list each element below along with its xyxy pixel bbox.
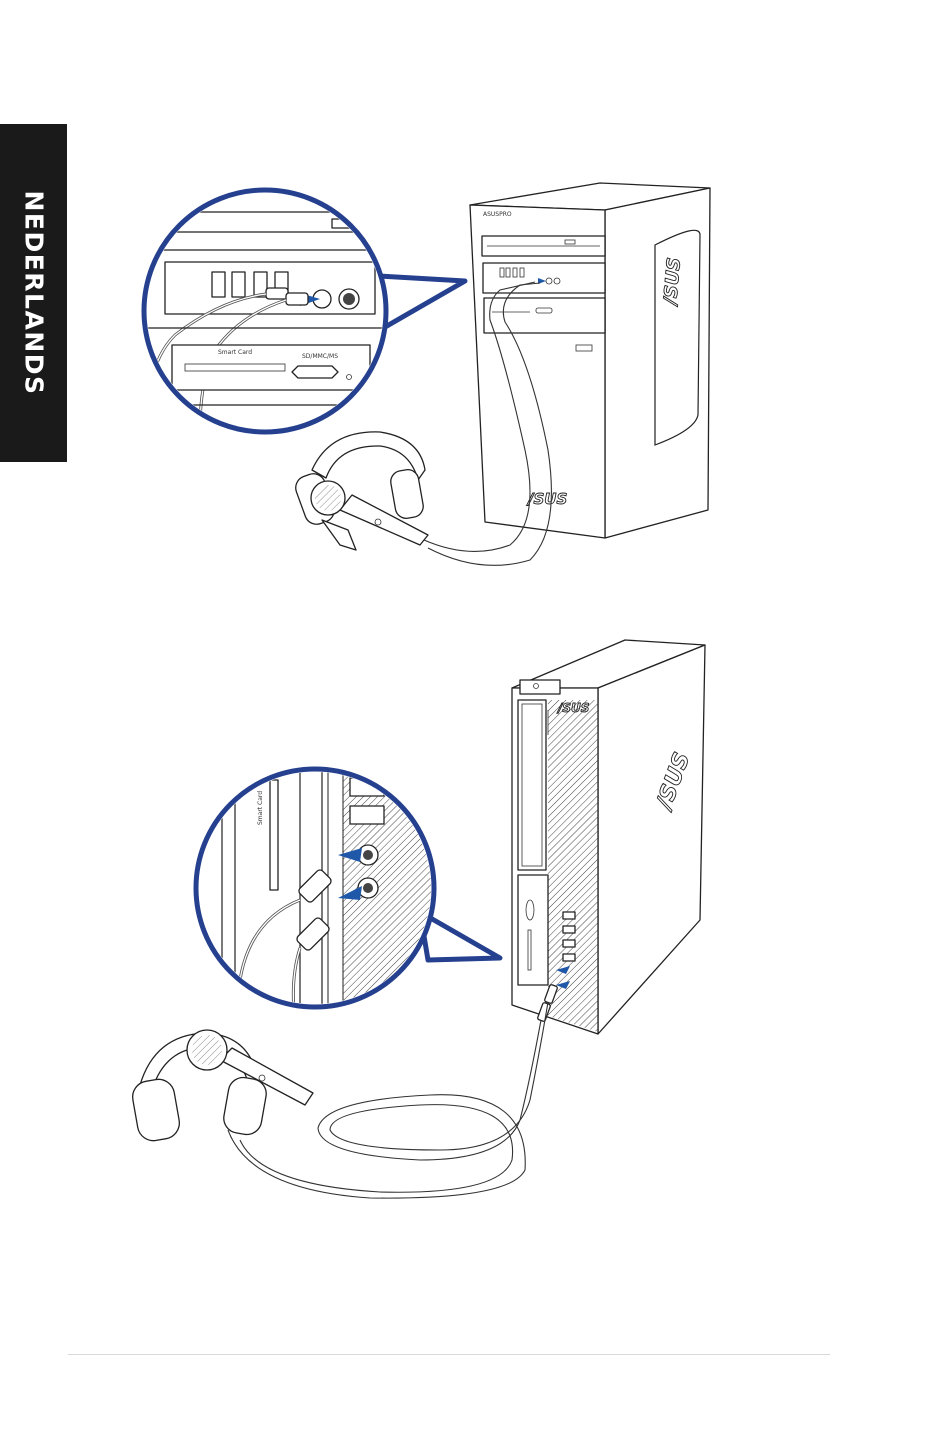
zoom-sd-slot-label: SD/MMC/MS <box>302 353 338 360</box>
tower-pc-headphone-connection-illustration: /SUS ASUSPRO /SUS <box>0 170 950 590</box>
sff-zoom-detail: Smart Card <box>190 765 440 1020</box>
tower-headset-illustration <box>292 432 428 550</box>
footer-rule <box>68 1354 830 1355</box>
zoom-smart-card-label-2: Smart Card <box>257 791 264 825</box>
sff-headset-illustration <box>130 1030 313 1143</box>
tower-front-logo: /SUS <box>526 490 567 508</box>
tower-side-logo: /SUS <box>660 257 685 308</box>
sff-pc-headphone-connection-illustration: /SUS /SUS Smart Card <box>0 630 950 1220</box>
zoom-smart-card-label: Smart Card <box>218 349 252 356</box>
sff-front-logo: /SUS <box>556 701 589 715</box>
tower-chassis: /SUS ASUSPRO /SUS <box>470 183 710 538</box>
tower-brand-top: ASUSPRO <box>483 211 512 218</box>
sff-chassis: /SUS /SUS <box>512 640 705 1034</box>
